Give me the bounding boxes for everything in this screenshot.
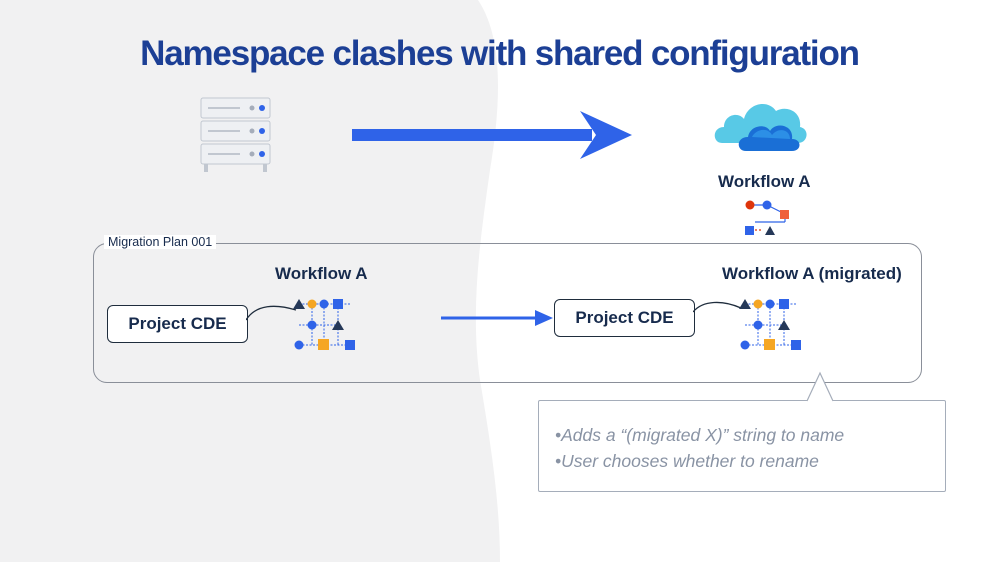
target-project-label: Project CDE xyxy=(575,308,674,327)
cloud-icon xyxy=(714,104,807,151)
source-workflow-label: Workflow A xyxy=(275,264,368,283)
target-connector-line xyxy=(693,301,742,313)
server-icon xyxy=(200,97,271,172)
migrate-arrow-icon xyxy=(352,111,632,159)
source-connector-line xyxy=(246,305,297,321)
target-project-box: Project CDE xyxy=(554,299,695,337)
source-workflow-icon xyxy=(293,299,355,350)
target-workflow-label: Workflow A (migrated) xyxy=(722,264,902,283)
page-title: Namespace clashes with shared configurat… xyxy=(140,34,860,73)
callout-box: •Adds a “(migrated X)” string to name •U… xyxy=(538,400,946,492)
target-workflow-icon xyxy=(739,299,801,350)
source-project-label: Project CDE xyxy=(128,314,227,333)
callout-line-2: •User chooses whether to rename xyxy=(555,451,819,471)
migration-plan-label: Migration Plan 001 xyxy=(104,235,217,249)
source-project-box: Project CDE xyxy=(107,305,248,343)
callout-pointer xyxy=(806,371,834,402)
plan-arrow-icon xyxy=(441,310,553,326)
cloud-workflow-label: Workflow A xyxy=(718,172,811,191)
callout-line-1: •Adds a “(migrated X)” string to name xyxy=(555,425,845,445)
migration-plan-box xyxy=(93,243,922,383)
workflow-small-icon xyxy=(745,200,789,235)
